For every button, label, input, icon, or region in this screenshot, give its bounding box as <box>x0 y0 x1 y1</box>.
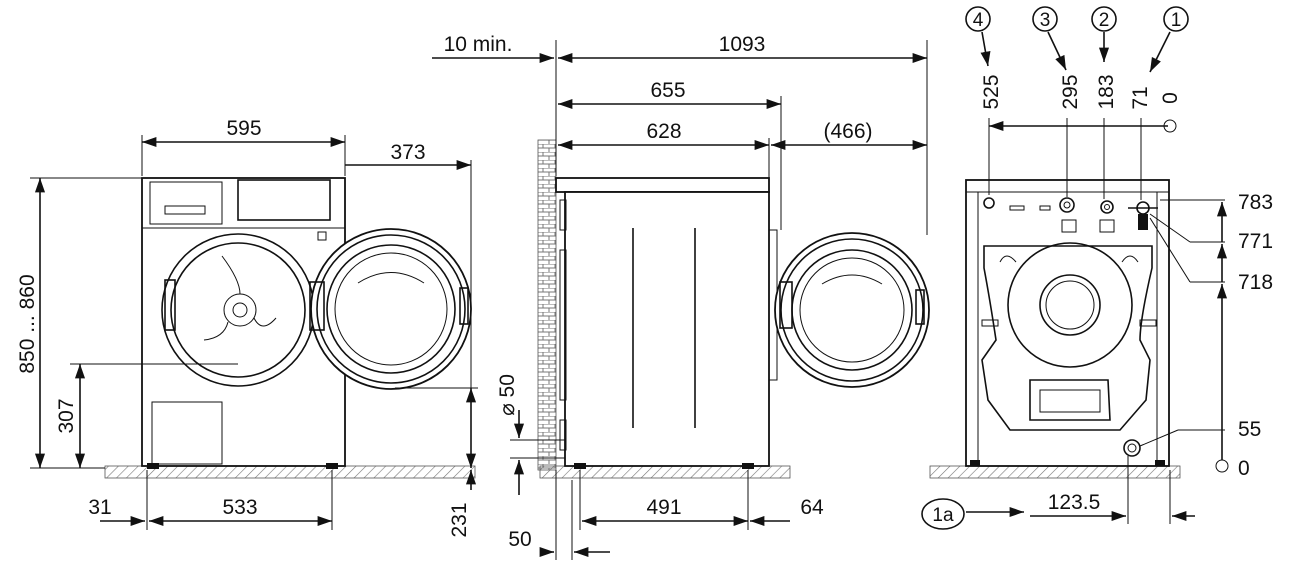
foot-front <box>742 463 754 469</box>
power-button-icon <box>317 231 327 241</box>
door-diameter-label: ⌀ 50 <box>496 374 519 416</box>
callout-4-label: 4 <box>973 10 984 31</box>
depth-total-label: 655 <box>650 79 685 102</box>
foot-left <box>147 463 159 469</box>
rear-foot-offset-label: 64 <box>800 496 824 519</box>
foot-offset-label: 31 <box>88 496 111 519</box>
floor-to-foot-label: 231 <box>448 502 471 537</box>
rear-view: 4 3 2 1 525 295 183 71 0 <box>921 6 1273 530</box>
offset-71-label: 71 <box>1129 86 1152 109</box>
depth-body-label: 628 <box>646 120 681 143</box>
drain-outlet-icon <box>1123 439 1141 457</box>
front-view: 595 373 850 ... 860 307 31 533 231 <box>16 117 478 538</box>
drain-offset-label: 123.5 <box>1048 491 1101 514</box>
foot-right <box>326 463 338 469</box>
offset-295-label: 295 <box>1059 74 1082 109</box>
machine-top <box>555 177 770 193</box>
connection-3-icon <box>1059 197 1075 213</box>
height-55-label: 55 <box>1238 418 1261 441</box>
open-door-side <box>774 232 930 388</box>
offset-0-label: 0 <box>1159 92 1182 104</box>
wall-clearance-label: 10 min. <box>444 33 513 56</box>
depth-door-open-label: 1093 <box>719 33 766 56</box>
hinge-left <box>164 279 176 331</box>
offset-183-label: 183 <box>1095 74 1118 109</box>
side-view: 10 min. 1093 655 628 (466) ⌀ 50 491 64 5… <box>432 33 930 560</box>
height-783-label: 783 <box>1238 191 1273 214</box>
machine-body-rear <box>965 179 1170 467</box>
service-hatch <box>151 401 223 465</box>
height-0-label: 0 <box>1238 457 1250 480</box>
machine-body-side <box>564 191 770 467</box>
drawer-handle <box>164 205 206 215</box>
drum-bearing <box>1007 242 1133 368</box>
height-range-label: 850 ... 860 <box>16 274 39 373</box>
connection-1-icon <box>1128 201 1158 230</box>
callout-3-label: 3 <box>1040 10 1051 31</box>
drain-callout-label: 1a <box>932 505 954 526</box>
foot-spacing-label: 533 <box>222 496 257 519</box>
door-swing-label: 373 <box>390 141 425 164</box>
open-door <box>309 228 472 390</box>
wall <box>537 139 557 471</box>
origin-marker-bottom <box>1215 459 1229 473</box>
foot-depth-spacing-label: 491 <box>646 496 681 519</box>
callout-1-label: 1 <box>1171 10 1182 31</box>
detergent-drawer <box>149 181 223 225</box>
floor-hatch-rear <box>929 465 1181 479</box>
height-718-label: 718 <box>1238 271 1273 294</box>
floor-hatch <box>104 465 476 479</box>
connection-4-icon <box>983 197 995 209</box>
origin-marker-top <box>1163 119 1177 133</box>
height-771-label: 771 <box>1238 230 1273 253</box>
foot-rear <box>574 463 586 469</box>
door-projection-label: (466) <box>823 120 872 143</box>
callout-2-label: 2 <box>1099 10 1110 31</box>
connection-2-icon <box>1100 200 1114 214</box>
offset-525-label: 525 <box>980 74 1003 109</box>
front-foot-offset-label: 50 <box>508 528 531 551</box>
rear-panel-outline <box>981 245 1153 431</box>
control-display <box>237 179 331 221</box>
door-center-height-label: 307 <box>55 398 78 433</box>
front-width-label: 595 <box>226 117 261 140</box>
